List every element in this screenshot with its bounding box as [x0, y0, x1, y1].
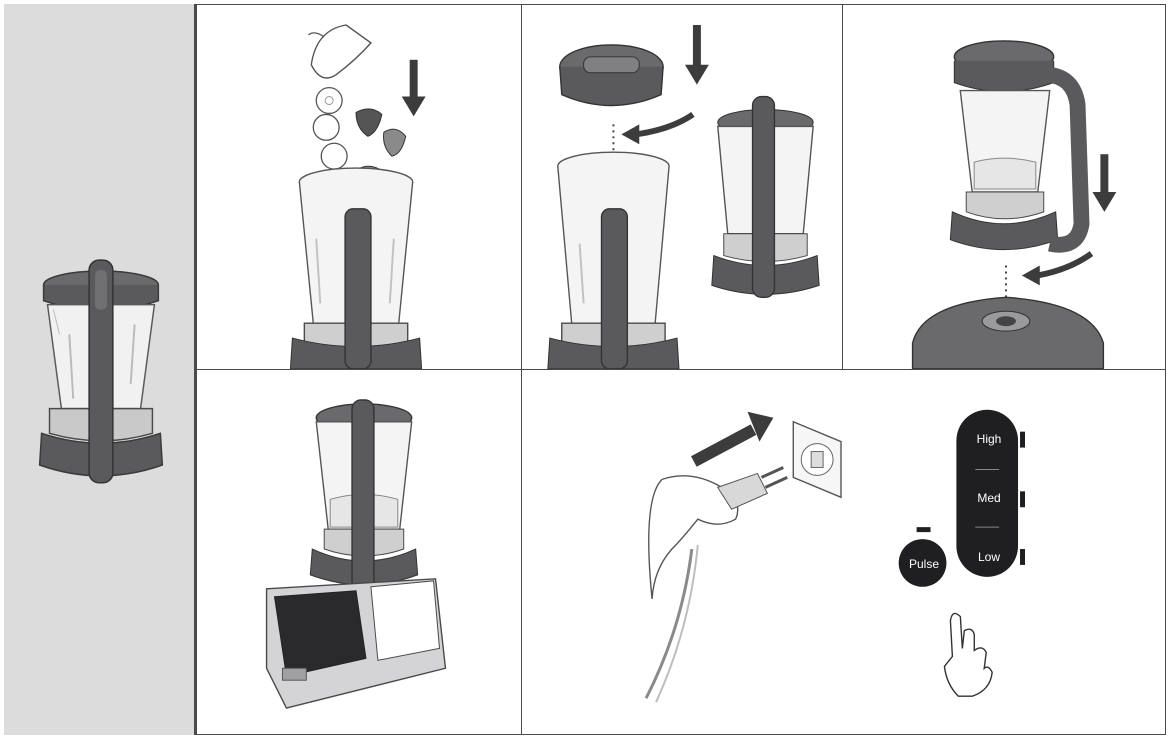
blender-jar-illustration: [4, 4, 194, 735]
plug-and-controls-panel: High Med Low Pulse: [521, 369, 1166, 735]
assembled-blender-panel: [196, 369, 522, 735]
plug-icon: [718, 467, 788, 509]
speed-low-label: Low: [959, 550, 1019, 564]
pulse-label: Pulse: [894, 557, 954, 571]
place-jar-illustration: [843, 5, 1165, 369]
arrow-curved-icon: [1022, 254, 1092, 286]
arrow-down-icon: [402, 60, 426, 117]
step-add-ingredients-panel: [196, 4, 522, 370]
speed-high-label: High: [959, 432, 1019, 446]
assembled-jar-panel: [4, 4, 196, 735]
step-place-jar-panel: [842, 4, 1166, 370]
step-place-lid-panel: [521, 4, 843, 370]
pointing-finger-icon: [944, 613, 992, 696]
socket-icon: [793, 422, 841, 498]
place-lid-illustration: [522, 5, 842, 369]
arrow-down-icon: [685, 25, 709, 85]
speed-med-label: Med: [959, 491, 1019, 505]
add-ingredients-illustration: [197, 5, 521, 369]
arrow-down-icon: [1092, 154, 1116, 212]
arrow-curved-icon: [621, 114, 693, 144]
plug-illustration: [522, 370, 1165, 734]
assembled-blender-illustration: [197, 370, 521, 734]
arrow-diagonal-icon: [694, 412, 774, 462]
hand-icon: [308, 25, 371, 78]
